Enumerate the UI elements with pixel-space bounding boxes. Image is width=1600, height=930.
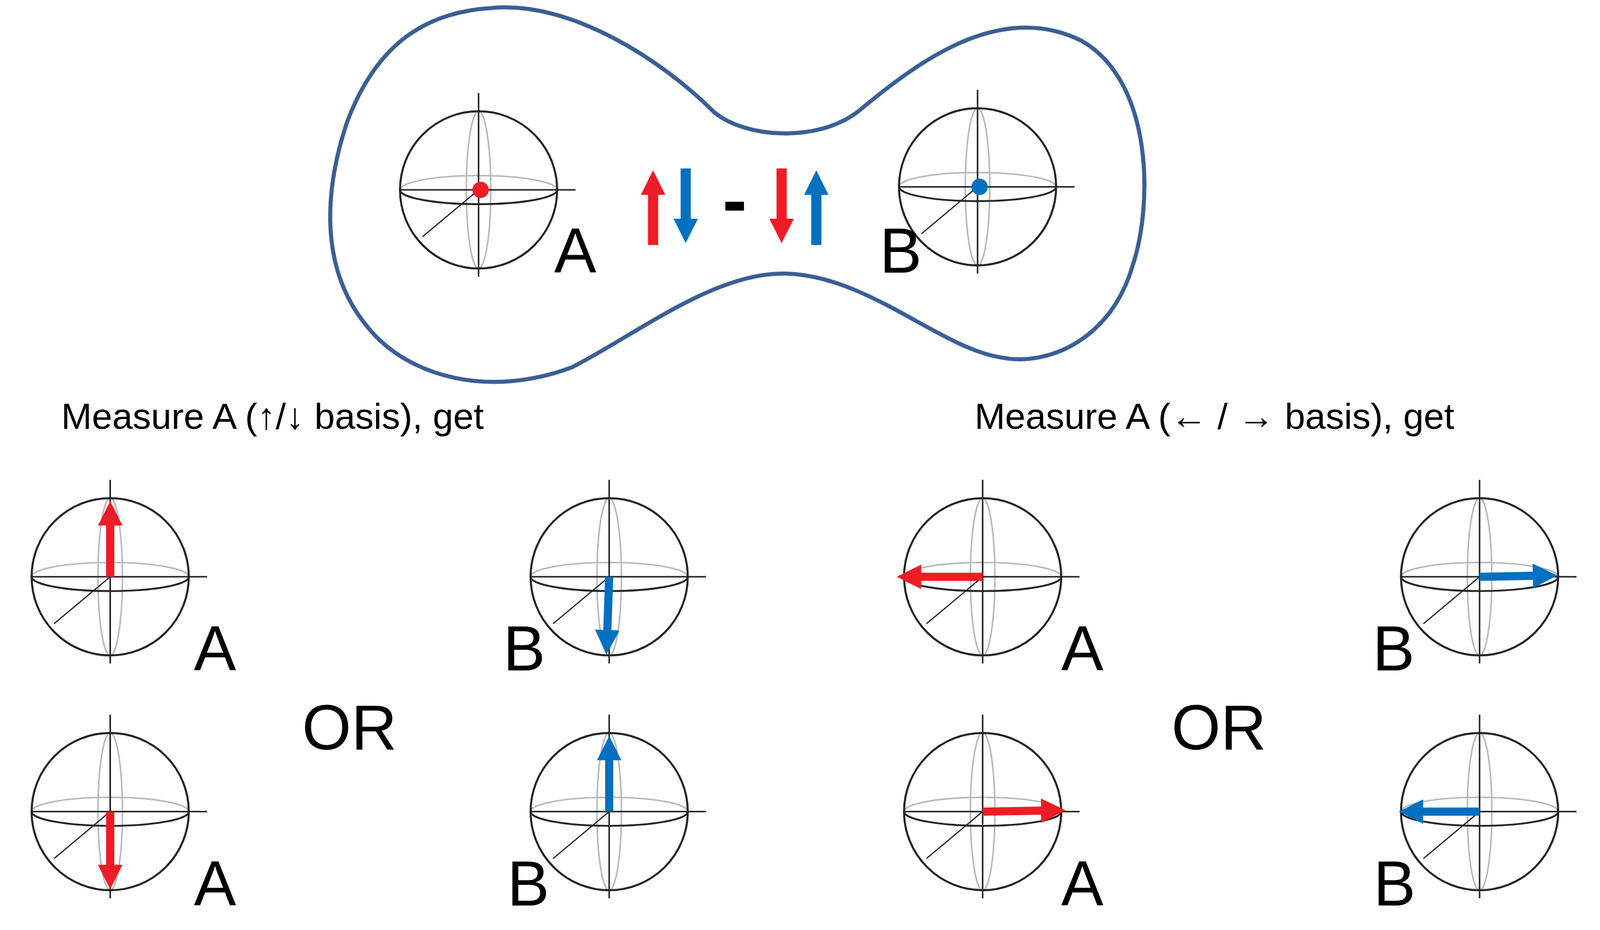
bloch-sphere	[400, 93, 576, 278]
entanglement-outline	[330, 7, 1145, 383]
qubit-label: B	[1373, 852, 1417, 916]
qubit-label: A	[193, 852, 237, 916]
spin-arrow	[607, 576, 610, 636]
state-dot	[971, 178, 988, 195]
spin-arrow	[680, 168, 692, 224]
bloch-sphere	[903, 714, 1080, 899]
spin-arrow	[648, 189, 659, 245]
qubit-label: B	[502, 617, 546, 681]
spin-arrow	[811, 189, 822, 245]
bloch-sphere	[903, 480, 1080, 664]
spin-arrow	[1418, 807, 1480, 816]
bloch-sphere	[1400, 480, 1577, 664]
spin-arrow	[1479, 575, 1538, 577]
spin-arrow	[916, 572, 983, 581]
state-dot	[472, 181, 489, 199]
minus-sign: -	[722, 163, 748, 237]
qubit-label: B	[879, 219, 922, 283]
bloch-sphere	[530, 714, 707, 899]
qubit-label: B	[1372, 617, 1415, 681]
qubit-label: A	[193, 617, 237, 681]
measurement-heading: Measure A (↑/↓ basis), get	[61, 397, 485, 435]
spin-arrow	[776, 168, 787, 224]
or-label: OR	[1171, 696, 1267, 760]
qubit-label: A	[554, 219, 597, 283]
spin-arrow	[106, 811, 115, 870]
spin-arrow	[982, 810, 1046, 812]
bloch-sphere	[31, 480, 208, 664]
bloch-sphere	[530, 480, 707, 664]
spin-arrow	[605, 755, 614, 812]
bloch-sphere	[1400, 714, 1577, 899]
spin-arrow	[106, 520, 115, 577]
qubit-label: B	[507, 852, 550, 916]
qubit-label: A	[1061, 852, 1104, 916]
bloch-sphere	[899, 89, 1075, 274]
or-label: OR	[302, 696, 397, 760]
measurement-heading: Measure A (← / → basis), get	[974, 397, 1455, 435]
qubit-label: A	[1061, 617, 1104, 681]
bloch-sphere	[31, 714, 208, 899]
